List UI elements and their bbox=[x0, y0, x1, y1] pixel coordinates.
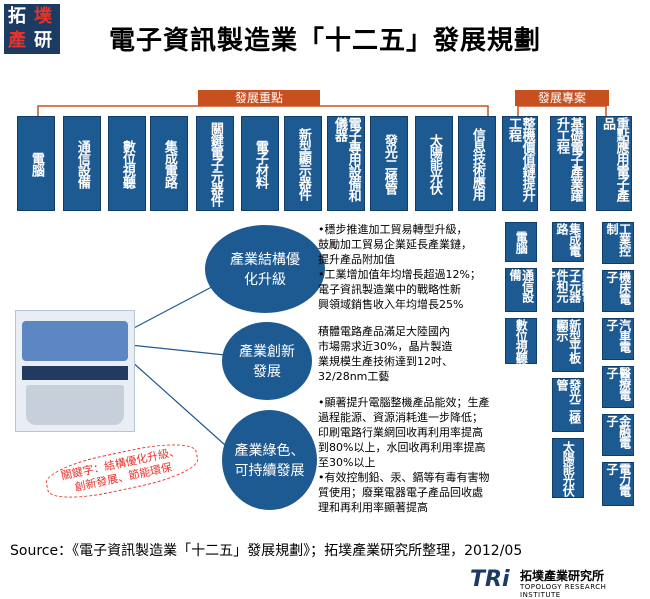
text-green: •顯著提升電腦整機產品能效；生產過程能源、資源消耗進一步降低； 印刷電路行業網回收… bbox=[318, 395, 503, 515]
logo-char-3: 產 bbox=[8, 30, 26, 51]
text2-line: 積體電路產品滿足大陸國內 bbox=[318, 325, 450, 338]
text1-line: 提升產品附加值 bbox=[318, 253, 395, 266]
logo-char-2: 墣 bbox=[34, 6, 52, 27]
text1-line: •工業增加值年均增長超過12%； bbox=[318, 268, 481, 281]
special-item-2: 基礎電子產業躍升工程 bbox=[550, 116, 586, 211]
ellipse-innovation: 產業創新發展 bbox=[222, 322, 312, 400]
focus-header: 發展重點 bbox=[198, 90, 320, 106]
text-structure: •穩步推進加工貿易轉型升級， 鼓勵加工貿易企業延長產業鏈， 提升產品附加值 •工業增加… bbox=[318, 222, 498, 312]
ellipse-green: 產業綠色、可持續發展 bbox=[222, 410, 317, 510]
focus-item-5: 關鍵電子元器件 bbox=[196, 116, 234, 211]
col2_tags-tag-5: 太陽能光伏 bbox=[552, 438, 584, 498]
logo-char-1: 拓 bbox=[8, 6, 26, 27]
col3_tags-tag-5: 金融電子 bbox=[602, 414, 634, 456]
col3_tags-tag-4: 醫療電子 bbox=[602, 366, 634, 408]
col3_tags-tag-2: 機床電子 bbox=[602, 270, 634, 312]
device-label-strip bbox=[22, 366, 128, 380]
text3-line: 質使用；廢棄電器電子產品回收處 bbox=[318, 486, 483, 499]
text3-line: •有效控制鉛、汞、鎘等有毒有害物 bbox=[318, 471, 490, 484]
text3-line: 印刷電路行業網回收再利用率提高 bbox=[318, 426, 483, 439]
laptop-shape bbox=[26, 385, 124, 425]
text3-line: 理和再利用率顯著提高 bbox=[318, 501, 428, 514]
text2-line: 32/28nm工藝 bbox=[318, 370, 390, 383]
col2_tags-tag-3: 新型平板顯示 bbox=[552, 318, 584, 372]
text1-line: 鼓勵加工貿易企業延長產業鏈， bbox=[318, 238, 472, 251]
product-image bbox=[15, 310, 135, 432]
text2-line: 市場需求近30%，晶片製造 bbox=[318, 340, 453, 353]
text1-line: •穩步推進加工貿易轉型升級， bbox=[318, 223, 468, 236]
text3-line: 過程能源、資源消耗進一步降低； bbox=[318, 411, 483, 424]
logo: 拓 墣 產 研 bbox=[4, 4, 60, 54]
text3-line: 到80%以上，水回收再利用率提高 bbox=[318, 441, 486, 454]
focus-item-7: 新型顯示器件 bbox=[284, 116, 322, 211]
page-title: 電子資訊製造業「十二五」發展規劃 bbox=[108, 26, 541, 56]
focus-item-6: 電子材料 bbox=[241, 116, 279, 211]
col2_tags-tag-2: 關鍵電子元器件和元件 bbox=[542, 268, 594, 312]
focus-item-10: 太陽能光伏 bbox=[415, 116, 453, 211]
footer-logo: TRi 拓墣產業研究所 TOPOLOGY RESEARCH INSTITUTE bbox=[470, 567, 607, 599]
focus-item-9: 發光二極管 bbox=[370, 116, 408, 211]
device-row-top bbox=[22, 321, 128, 361]
focus-item-2: 通信設備 bbox=[63, 116, 101, 211]
col3_tags-tag-3: 汽車電子 bbox=[602, 318, 634, 360]
col1_tags-tag-2: 通信設備 bbox=[505, 268, 537, 312]
source-note: Source：《電子資訊製造業「十二五」發展規劃》；拓墣產業研究所整理，2012… bbox=[10, 543, 523, 559]
focus-item-3: 數位視聽 bbox=[108, 116, 146, 211]
logo-char-4: 研 bbox=[34, 30, 52, 51]
focus-item-11: 信息技術應用 bbox=[458, 116, 496, 211]
ellipse-structure: 產業結構優化升級 bbox=[205, 225, 325, 313]
text2-line: 業規模生產技術達到12吋、 bbox=[318, 355, 453, 368]
col1_tags-tag-3: 數位視聽 bbox=[505, 318, 537, 364]
text3-line: 至30%以上 bbox=[318, 456, 376, 469]
special-item-1: 整機價值鏈提升工程 bbox=[502, 116, 538, 211]
col3_tags-tag-6: 電力電子 bbox=[602, 462, 634, 506]
text3-line: •顯著提升電腦整機產品能效；生產 bbox=[318, 396, 490, 409]
focus-item-4: 集成電路 bbox=[150, 116, 188, 211]
col2_tags-tag-4: 發光二極管 bbox=[552, 378, 584, 432]
text-innovation: 積體電路產品滿足大陸國內市場需求近30%，晶片製造業規模生產技術達到12吋、 32… bbox=[318, 324, 498, 384]
special-item-3: 重點應用電子產品 bbox=[596, 116, 632, 211]
focus-item-1: 電腦 bbox=[17, 116, 55, 211]
col2_tags-tag-1: 集成電路 bbox=[552, 222, 584, 262]
col3_tags-tag-1: 工業控制 bbox=[602, 222, 634, 264]
special-header: 發展專案 bbox=[515, 90, 609, 106]
col1_tags-tag-1: 電腦 bbox=[505, 222, 537, 262]
text1-line: 電子資訊製造業中的戰略性新 bbox=[318, 283, 461, 296]
text1-line: 興領域銷售收入年均增長25% bbox=[318, 298, 464, 311]
focus-item-8: 電子專用設備和儀器 bbox=[327, 116, 365, 211]
